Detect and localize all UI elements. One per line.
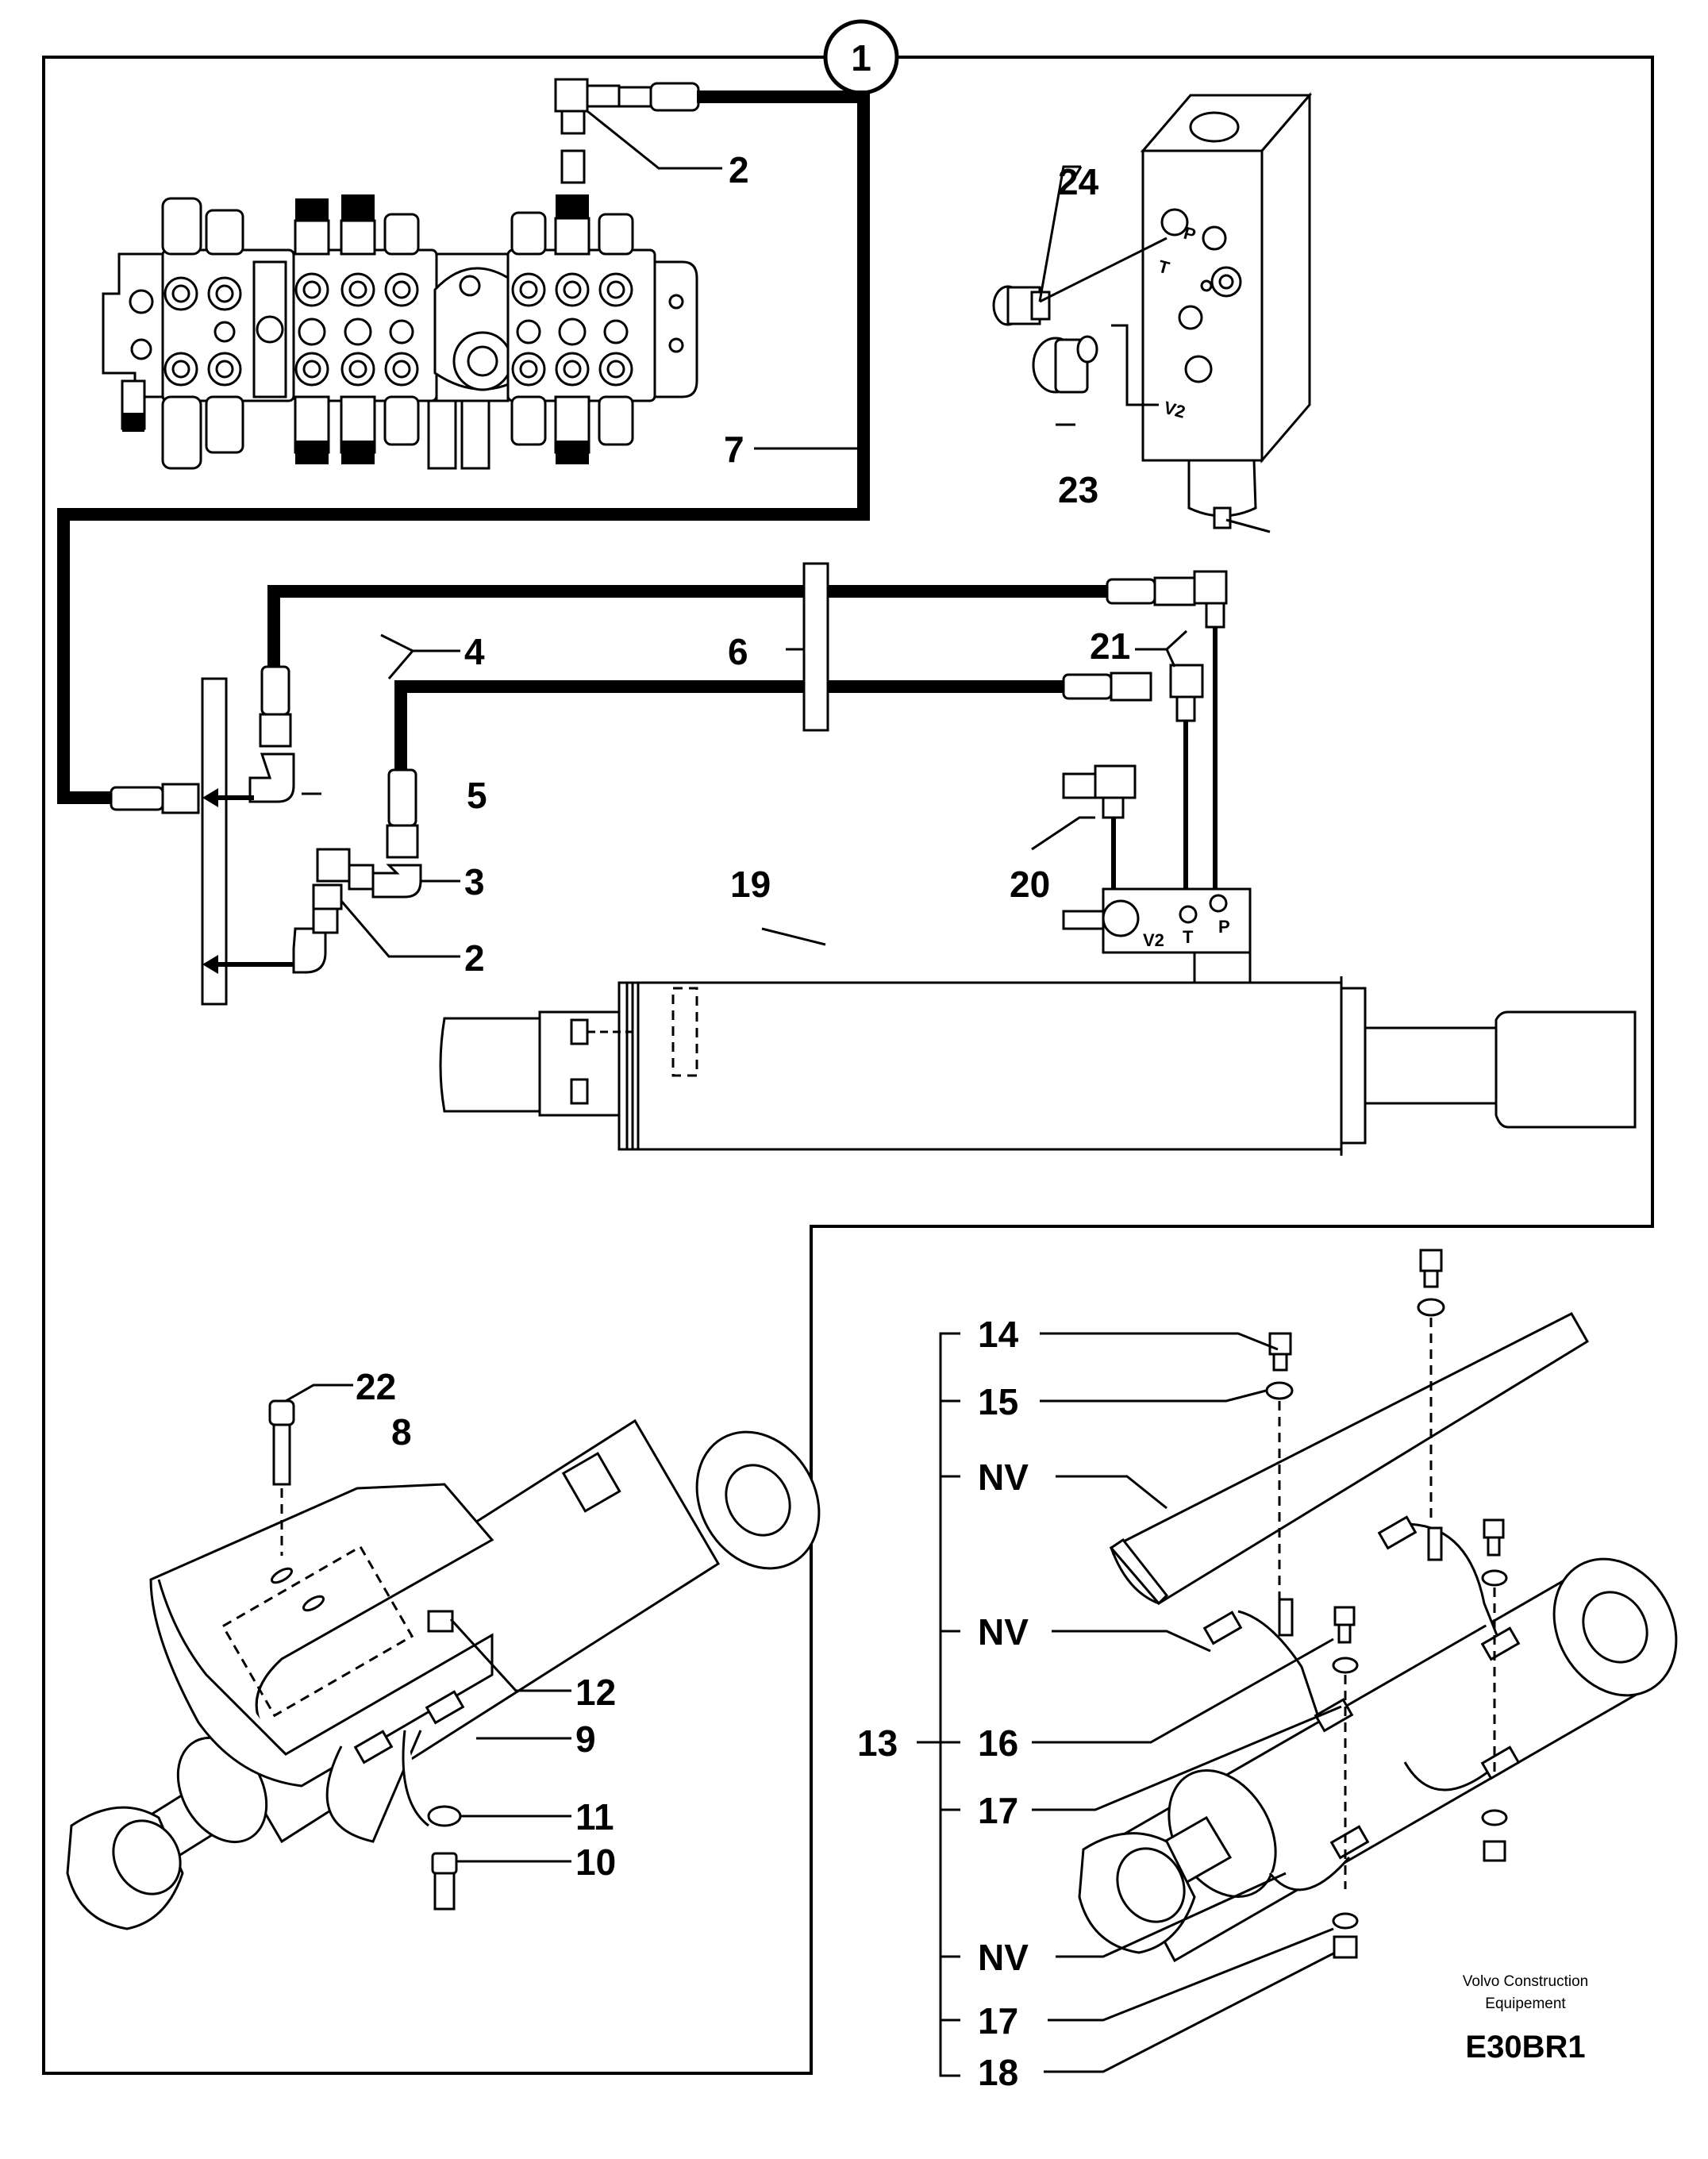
- credit-company-line2: Equipement: [1485, 1995, 1566, 2012]
- callout-12: 12: [575, 1672, 616, 1713]
- callout-6: 6: [728, 631, 748, 672]
- control-valve-block: [102, 194, 698, 470]
- callout-3: 3: [464, 861, 485, 902]
- callout-nv-2: NV: [978, 1611, 1029, 1653]
- cylinder-valve-manifold: V2 T P: [1062, 887, 1252, 986]
- callout-23: 23: [1058, 469, 1098, 510]
- callout-labels: 2 7 24 23 4 6 21 5 3 2 19 20 22 8 12 9 1…: [356, 149, 1130, 2093]
- callout-2-top: 2: [729, 149, 749, 190]
- callout-21: 21: [1090, 625, 1130, 667]
- cylinder-assembly-lower-left: [66, 1399, 821, 1930]
- cylinder-assembly-lower-right: [939, 1249, 1678, 2077]
- callout-nv-3: NV: [978, 1937, 1029, 1978]
- clamp-6: [802, 562, 829, 732]
- callout-4: 4: [464, 631, 485, 672]
- sequence-valve: P T V2: [1140, 91, 1313, 533]
- bulkhead-plate: [201, 677, 228, 1006]
- callout-22: 22: [356, 1366, 396, 1407]
- callout-13: 13: [857, 1722, 898, 1764]
- leader-lines: [285, 110, 1342, 2073]
- callout-17-a: 17: [978, 1790, 1018, 1831]
- drawing-code: E30BR1: [1465, 2030, 1585, 2065]
- callout-10: 10: [575, 1842, 616, 1883]
- callout-2-bottom: 2: [464, 937, 485, 979]
- callout-24: 24: [1058, 161, 1099, 202]
- callout-11: 11: [575, 1796, 614, 1838]
- callout-7: 7: [724, 429, 744, 470]
- frame-main: [42, 56, 1654, 2075]
- hose-end-fittings-right: [1062, 570, 1228, 819]
- plug-23: [1032, 335, 1098, 394]
- callout-5: 5: [467, 775, 487, 816]
- callout-20: 20: [1010, 864, 1050, 905]
- callout-16: 16: [978, 1722, 1018, 1764]
- hose-end-fittings-left: [110, 665, 422, 974]
- hose-4-upper: [267, 585, 1107, 671]
- callout-18: 18: [978, 2052, 1018, 2093]
- port-label-v2: V2: [1143, 930, 1164, 950]
- port-label-p-valve: P: [1182, 223, 1198, 245]
- flow-arrows-left: [202, 788, 294, 974]
- diagram-number: 1: [851, 37, 871, 79]
- credit-company-line1: Volvo Construction: [1463, 1973, 1588, 1990]
- diagram-number-badge: 1: [823, 19, 899, 95]
- credit-block: Volvo Construction Equipement E30BR1: [1463, 1973, 1588, 2065]
- port-label-p: P: [1218, 917, 1230, 937]
- callout-9: 9: [575, 1718, 596, 1760]
- hose-7: [57, 90, 870, 804]
- callout-19: 19: [730, 864, 771, 905]
- cylinder-19: [439, 976, 1637, 1156]
- callout-nv-1: NV: [978, 1457, 1029, 1498]
- callout-17-b: 17: [978, 2000, 1018, 2042]
- port-label-t: T: [1183, 927, 1194, 947]
- callout-15: 15: [978, 1381, 1018, 1422]
- plug-24: [992, 285, 1051, 326]
- callout-8: 8: [391, 1411, 412, 1453]
- tee-fitting-top: [554, 78, 700, 184]
- hose-4-lower: [394, 680, 1064, 770]
- callout-14: 14: [978, 1314, 1019, 1355]
